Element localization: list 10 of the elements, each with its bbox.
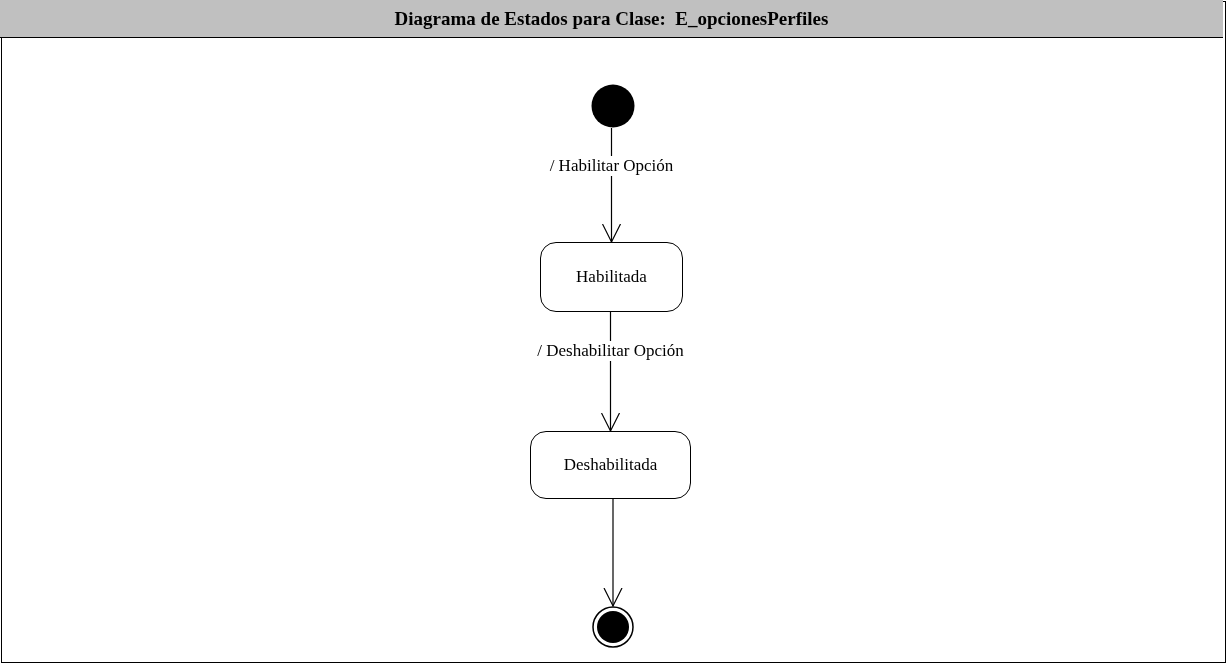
- state-box: [530, 431, 691, 499]
- state-name: Habilitada: [576, 267, 647, 287]
- final-state-bullseye: [592, 606, 634, 648]
- state-box: [540, 242, 683, 312]
- diagram-title: Diagrama de Estados para Clase: E_opcionesPerfiles: [393, 8, 830, 30]
- edge-label: / Habilitar Opción: [547, 155, 676, 176]
- initial-state-dot: [591, 84, 635, 128]
- edge-label: / Deshabilitar Opción: [535, 341, 686, 362]
- state-name: Deshabilitada: [563, 455, 658, 475]
- transition-arrow: [603, 498, 623, 607]
